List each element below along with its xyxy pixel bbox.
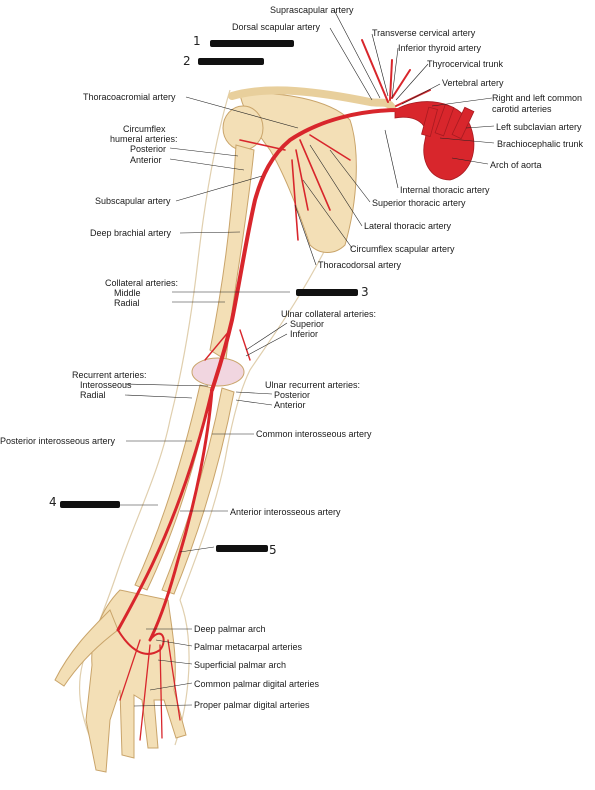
- label-deep-brachial: Deep brachial artery: [90, 228, 172, 238]
- label-superior-thoracic: Superior thoracic artery: [372, 198, 466, 208]
- label-thyrocervical: Thyrocervical trunk: [427, 59, 504, 69]
- label-ulnar-superior: Superior: [290, 319, 325, 329]
- number-5: 5: [269, 543, 277, 557]
- label-transverse-cervical: Transverse cervical artery: [372, 28, 476, 38]
- redacted-label-1: [210, 40, 294, 47]
- label-superficial-palmar: Superficial palmar arch: [194, 660, 287, 670]
- redacted-label-5: [216, 545, 268, 552]
- label-circumflex-scapular: Circumflex scapular artery: [350, 244, 455, 254]
- label-ulnar-collateral: Ulnar collateral arteries:: [281, 309, 377, 319]
- redacted-label-4: [60, 501, 120, 508]
- number-4: 4: [49, 495, 57, 509]
- hand: [85, 589, 187, 773]
- clavicle: [228, 86, 396, 112]
- label-circumflex-posterior: Posterior: [130, 144, 167, 154]
- aortic-arch: [394, 101, 475, 181]
- label-anterior-interosseous: Anterior interosseous artery: [230, 507, 341, 517]
- redacted-label-3: [296, 289, 358, 296]
- label-recurrent-interosseous: Interosseous: [80, 380, 132, 390]
- label-inferior-thyroid: Inferior thyroid artery: [398, 43, 482, 53]
- label-recurrent-radial: Radial: [80, 390, 106, 400]
- number-2: 2: [183, 54, 191, 68]
- label-common-interosseous: Common interosseous artery: [256, 429, 372, 439]
- label-vertebral: Vertebral artery: [442, 78, 504, 88]
- label-ulnar-recurrent-anterior: Anterior: [274, 400, 306, 410]
- label-collateral-middle: Middle: [114, 288, 141, 298]
- label-thoracoacromial: Thoracoacromial artery: [83, 92, 176, 102]
- label-ulnar-recurrent-posterior: Posterior: [274, 390, 311, 400]
- label-proper-palmar-digital: Proper palmar digital arteries: [194, 700, 310, 710]
- number-1: 1: [193, 34, 201, 48]
- redacted-label-2: [198, 58, 264, 65]
- label-common-carotid-2: carotid arteries: [492, 104, 552, 114]
- label-collateral-radial: Radial: [114, 298, 140, 308]
- label-common-palmar-digital: Common palmar digital arteries: [194, 679, 320, 689]
- label-subscapular: Subscapular artery: [95, 196, 171, 206]
- label-circumflex-anterior: Anterior: [130, 155, 162, 165]
- label-common-carotid-1: Right and left common: [492, 93, 583, 103]
- scapula: [239, 93, 357, 253]
- ulna: [161, 387, 235, 595]
- label-dorsal-scapular: Dorsal scapular artery: [232, 22, 321, 32]
- label-arch-aorta: Arch of aorta: [490, 160, 542, 170]
- label-left-subclavian: Left subclavian artery: [496, 122, 582, 132]
- label-lateral-thoracic: Lateral thoracic artery: [364, 221, 452, 231]
- number-3: 3: [361, 285, 369, 299]
- label-deep-palmar: Deep palmar arch: [194, 624, 266, 634]
- label-circumflex-humeral-2: humeral arteries:: [110, 134, 178, 144]
- label-brachiocephalic: Brachiocephalic trunk: [497, 139, 584, 149]
- label-thoracodorsal: Thoracodorsal artery: [318, 260, 402, 270]
- label-collateral: Collateral arteries:: [105, 278, 179, 288]
- label-circumflex-humeral-1: Circumflex: [123, 124, 166, 134]
- label-posterior-interosseous: Posterior interosseous artery: [0, 436, 116, 446]
- main-artery: [116, 39, 431, 741]
- label-recurrent: Recurrent arteries:: [72, 370, 147, 380]
- thumb: [54, 609, 119, 687]
- label-ulnar-inferior: Inferior: [290, 329, 319, 339]
- label-ulnar-recurrent: Ulnar recurrent arteries:: [265, 380, 361, 390]
- label-suprascapular: Suprascapular artery: [270, 5, 354, 15]
- label-palmar-metacarpal: Palmar metacarpal arteries: [194, 642, 303, 652]
- leader-lines: [120, 9, 495, 707]
- label-internal-thoracic: Internal thoracic artery: [400, 185, 490, 195]
